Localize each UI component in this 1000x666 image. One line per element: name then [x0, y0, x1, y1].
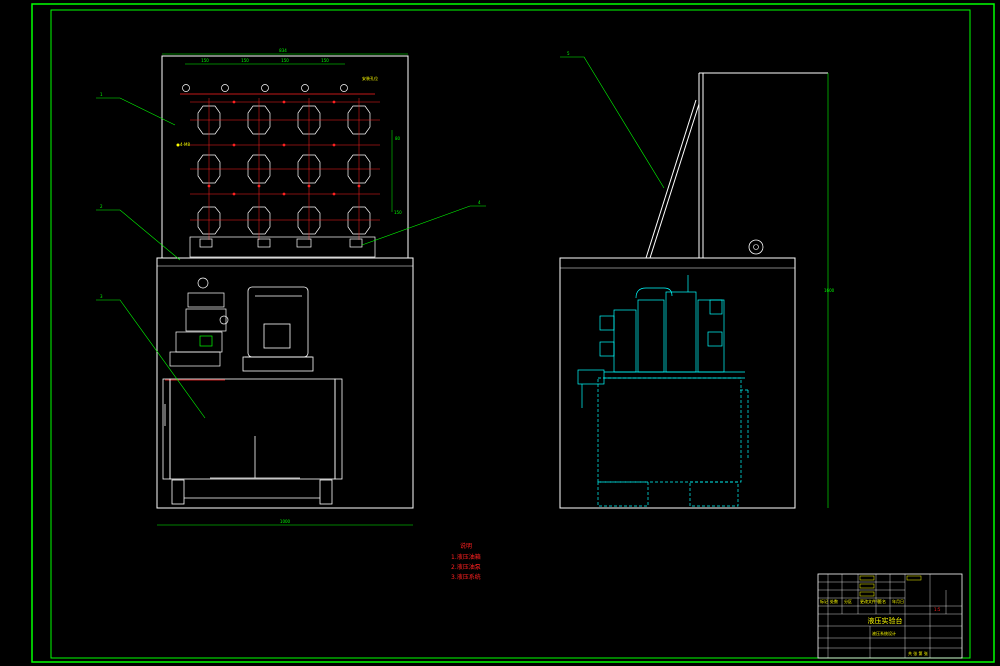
notes-heading: 说明 [460, 542, 472, 550]
front-top-gauge-row [182, 84, 348, 92]
technical-notes: 说明 1.液压油箱 2.液压油泵 3.液压系统 [451, 542, 481, 581]
front-view: 834 150 150 150 150 [96, 48, 486, 526]
title-block-project: 液压系统设计 [872, 630, 896, 636]
front-panel-base [189, 236, 376, 258]
title-block-label-count: 处数 [830, 598, 838, 604]
title-block-label-change: 更改文件号 [860, 598, 880, 604]
title-block-yellow-rows [859, 575, 922, 597]
front-electric-motor [242, 286, 314, 372]
front-panel-note-2: 4-M8 [180, 142, 190, 147]
front-base-dimension-label: 1000 [280, 519, 291, 524]
outer-drawing-border [31, 3, 995, 663]
title-block-label-mark: 标记 [820, 598, 828, 604]
notes-item-3: 3.液压系统 [451, 573, 481, 581]
front-spacing-dimension-4: 150 [321, 58, 329, 63]
title-block: 标记 处数 分区 更改文件号 签名 年月日 液压实验台 液压系统设计 1:5 共… [817, 573, 963, 659]
front-valve-centerlines [190, 98, 380, 240]
side-leader-line [560, 56, 665, 189]
front-valve-grid [197, 105, 371, 235]
title-block-sheet: 共 张 第 张 [908, 650, 928, 656]
title-block-label-sign: 签名 [878, 598, 886, 604]
side-view: 1600 5 [559, 51, 835, 509]
side-cabinet [559, 257, 796, 509]
side-gauge-center [753, 244, 759, 250]
side-height-dimension-label: 1600 [824, 288, 835, 293]
side-gauge [748, 239, 764, 255]
notes-item-1: 1.液压油箱 [451, 553, 481, 561]
front-port-markers [207, 100, 361, 196]
front-spacing-dimension-3: 150 [281, 58, 289, 63]
title-block-title: 液压实验台 [868, 616, 903, 625]
notes-item-2: 2.液压油泵 [451, 563, 481, 571]
front-cabinet [156, 257, 414, 509]
front-leader-lines [96, 97, 486, 419]
front-spacing-dimension-1: 150 [201, 58, 209, 63]
title-block-label-date: 年月日 [892, 598, 904, 604]
side-hidden-equipment [597, 377, 749, 507]
front-oil-tank [162, 378, 343, 505]
title-block-scale: 1:5 [934, 607, 941, 612]
title-block-grid [818, 574, 962, 658]
front-valve-stack [169, 277, 229, 367]
inner-drawing-border [50, 9, 971, 659]
front-panel-note-1: 安装孔位 [362, 75, 378, 81]
front-leader-label-3: 3 [100, 294, 103, 299]
side-test-panel [645, 72, 828, 259]
front-spacing-dimension-2: 150 [241, 58, 249, 63]
side-valve-assembly [577, 275, 745, 408]
front-right-dimension-2: 150 [394, 210, 402, 215]
title-block-label-zone: 分区 [844, 598, 852, 604]
front-leader-label-1: 1 [100, 92, 103, 97]
front-leader-label-2: 2 [100, 204, 103, 209]
front-panel-callout-marker [176, 143, 180, 147]
front-leader-label-4: 4 [478, 200, 481, 205]
side-leader-label-5: 5 [567, 51, 570, 56]
front-overall-dimension-label: 834 [279, 48, 287, 53]
front-right-dimension-1: 80 [395, 136, 401, 141]
